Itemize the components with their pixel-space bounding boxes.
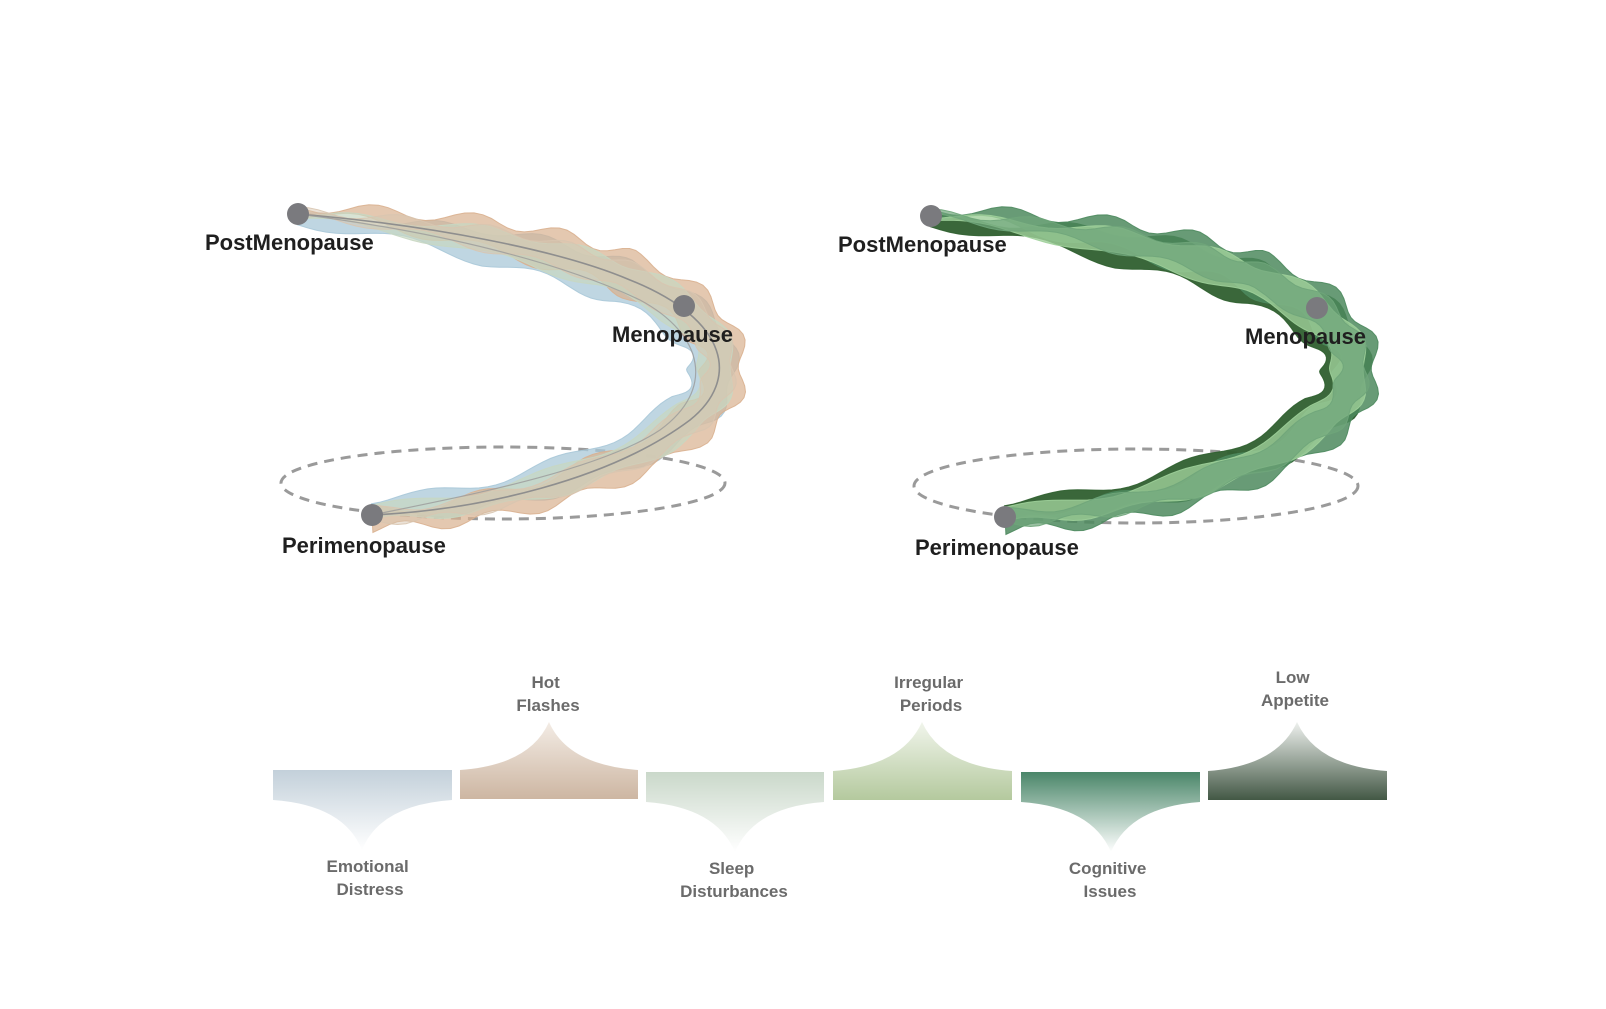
left-label-menopause: Menopause	[612, 322, 733, 347]
symptom-legend: Emotional Distress Hot Flashes Sleep Dis…	[273, 668, 1387, 901]
legend-label-hot-flashes: Hot Flashes	[516, 673, 579, 715]
legend-label-sleep-disturbances: Sleep Disturbances	[680, 859, 788, 901]
legend-swatch-low-appetite	[1208, 722, 1387, 800]
legend-label-emotional-distress: Emotional Distress	[327, 857, 414, 899]
right-label-menopause: Menopause	[1245, 324, 1366, 349]
legend-item-hot-flashes: Hot Flashes	[460, 673, 638, 799]
left-node-menopause	[673, 295, 695, 317]
right-node-menopause	[1306, 297, 1328, 319]
legend-label-irregular-periods: Irregular Periods	[894, 673, 968, 715]
legend-item-low-appetite: Low Appetite	[1208, 668, 1387, 800]
legend-swatch-sleep-disturbances	[646, 772, 824, 852]
right-node-perimenopause	[994, 506, 1016, 528]
legend-item-irregular-periods: Irregular Periods	[833, 673, 1012, 800]
legend-item-cognitive-issues: Cognitive Issues	[1021, 772, 1200, 901]
left-symptom-ribbon-3	[298, 213, 733, 520]
legend-swatch-hot-flashes	[460, 722, 638, 799]
left-node-perimenopause	[361, 504, 383, 526]
legend-item-sleep-disturbances: Sleep Disturbances	[646, 772, 824, 901]
right-label-perimenopause: Perimenopause	[915, 535, 1079, 560]
left-label-postmenopause: PostMenopause	[205, 230, 374, 255]
legend-swatch-cognitive-issues	[1021, 772, 1200, 852]
left-diagram: PostMenopause Menopause Perimenopause	[205, 203, 746, 558]
right-label-postmenopause: PostMenopause	[838, 232, 1007, 257]
legend-swatch-irregular-periods	[833, 722, 1012, 800]
legend-label-low-appetite: Low Appetite	[1261, 668, 1329, 710]
right-node-postmenopause	[920, 205, 942, 227]
left-node-postmenopause	[287, 203, 309, 225]
legend-label-cognitive-issues: Cognitive Issues	[1069, 859, 1151, 901]
legend-swatch-emotional-distress	[273, 770, 452, 850]
legend-item-emotional-distress: Emotional Distress	[273, 770, 452, 899]
right-symptom-ribbon-3	[931, 215, 1366, 522]
left-label-perimenopause: Perimenopause	[282, 533, 446, 558]
right-diagram: PostMenopause Menopause Perimenopause	[838, 205, 1379, 560]
